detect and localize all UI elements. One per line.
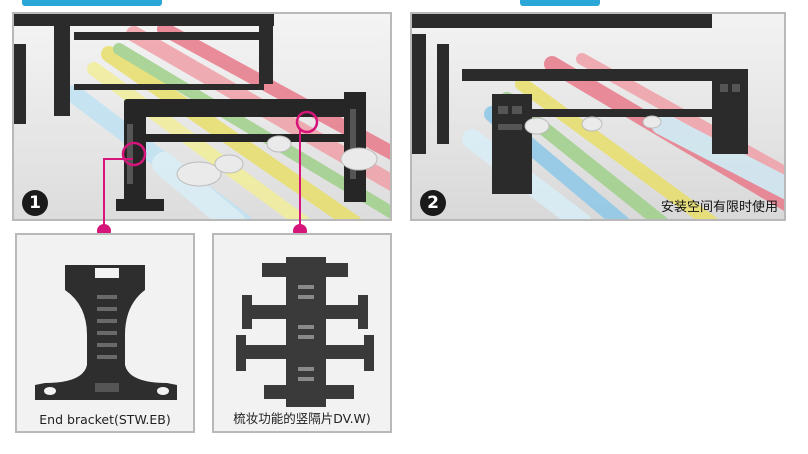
- cable-carrier-illustration-1: [14, 14, 390, 219]
- highlight-ring-divider: [295, 110, 319, 134]
- panel-end-bracket-view: 1: [12, 12, 392, 221]
- connector-elbow-1: [103, 158, 133, 160]
- step-badge-2: 2: [420, 190, 446, 216]
- cropped-heading-strip: [0, 0, 808, 7]
- highlight-ring-end-bracket: [121, 141, 147, 167]
- connector-line-1: [103, 158, 105, 226]
- detail-caption-divider: 梳妆功能的竖隔片DV.W): [233, 411, 371, 426]
- cable-carrier-illustration-2: [412, 14, 784, 219]
- detail-end-bracket: End bracket(STW.EB): [15, 233, 195, 433]
- end-bracket-illustration: [17, 235, 193, 431]
- limited-space-note: 安装空间有限时使用: [660, 200, 778, 215]
- detail-divider: 梳妆功能的竖隔片DV.W): [212, 233, 392, 433]
- step-badge-1: 1: [22, 190, 48, 216]
- panel-limited-space-view: 2 安装空间有限时使用: [410, 12, 786, 221]
- detail-caption-end-bracket: End bracket(STW.EB): [39, 412, 171, 427]
- connector-line-2: [299, 130, 301, 226]
- divider-illustration: [214, 235, 390, 431]
